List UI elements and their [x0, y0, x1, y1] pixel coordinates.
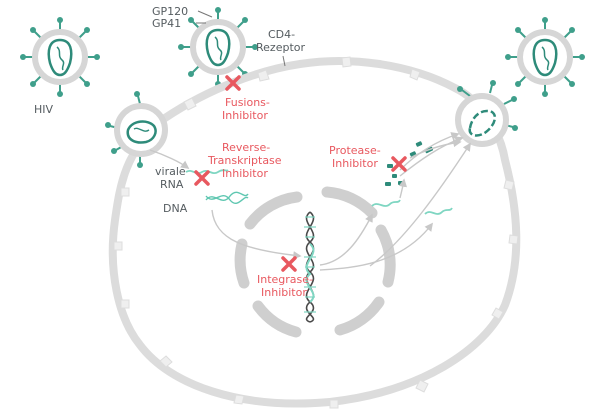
gp120-label: GP120 [152, 5, 188, 18]
rt-inhibitor-line1: Reverse- [222, 141, 270, 154]
fusing-virus-left [105, 91, 168, 168]
fusion-inhibitor-line2: Inhibitor [222, 109, 268, 122]
hiv-virus-icon [505, 17, 585, 97]
cell-membrane [108, 57, 521, 408]
viral-rna-fragment [424, 207, 453, 215]
hiv-virus-icon [20, 17, 100, 97]
dna-helix-icon [304, 211, 316, 323]
label-leader-lines [196, 10, 286, 67]
rt-inhibitor-line3: Inhibitor [222, 167, 268, 180]
protease-inhibitor-line2: Inhibitor [332, 157, 378, 170]
hiv-label: HIV [34, 103, 54, 116]
viral-rna-fragment [371, 199, 401, 207]
viral-rna-strand [185, 169, 229, 175]
cd4-receptors [113, 56, 519, 409]
protease-inhibitor-line1: Protease- [329, 144, 381, 157]
fusion-inhibitor-line1: Fusions- [225, 96, 270, 109]
gp41-label: GP41 [152, 17, 181, 30]
rt-inhibitor-line2: Transkriptase [207, 154, 282, 167]
cd4-label-line1: CD4- [268, 28, 295, 41]
nucleus [234, 186, 396, 338]
viral-dna-strand [205, 191, 249, 205]
dna-label: DNA [163, 202, 188, 215]
integrase-inhibitor-line2: Inhibitor [261, 286, 307, 299]
budding-virus-right [455, 80, 518, 147]
cd4-label-line2: Rezeptor [256, 41, 305, 54]
viral-rna-label-line1: virale [155, 165, 186, 178]
integrase-inhibitor-line1: Integrase- [257, 273, 313, 286]
viral-rna-label-line2: RNA [160, 178, 184, 191]
